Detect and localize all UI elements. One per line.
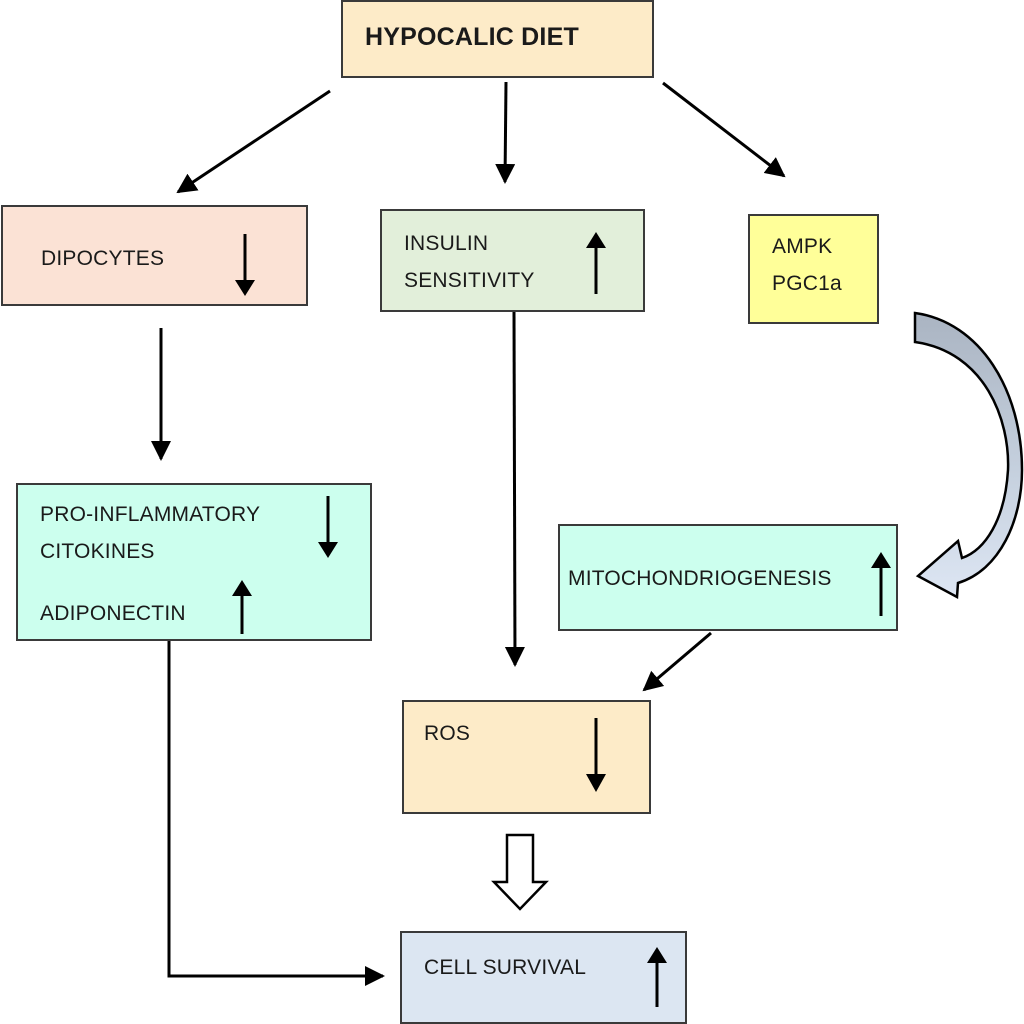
node-ampk-pgc1a: AMPK PGC1a — [748, 214, 879, 324]
hollow-block-arrow-ros-to-cellsurvival — [491, 833, 549, 911]
node-insulin-label-line1: INSULIN — [404, 232, 489, 255]
node-ros: ROS — [402, 700, 651, 814]
node-hypocalic-diet: HYPOCALIC DIET — [341, 0, 654, 78]
node-mitochondriogenesis: MITOCHONDRIOGENESIS — [558, 524, 898, 631]
trend-down-arrow-icon — [318, 496, 338, 558]
edge-diet-to-ampk — [662, 81, 786, 178]
node-insulin-label-line2: SENSITIVITY — [404, 269, 535, 292]
edge-diet-to-insulin — [495, 81, 516, 184]
node-insulin-sensitivity: INSULIN SENSITIVITY — [380, 209, 645, 312]
node-dipocytes-label: DIPOCYTES — [41, 247, 165, 270]
node-dipocytes: DIPOCYTES — [1, 205, 308, 306]
curved-block-arrow-ampk-to-mito — [913, 311, 1024, 600]
node-hypocalic-diet-label: HYPOCALIC DIET — [365, 23, 579, 51]
node-proinflammatory-label-line2: CITOKINES — [40, 540, 155, 563]
edge-proinflammatory-to-cellsurvival — [167, 640, 385, 986]
node-ampk-label-line2: PGC1a — [772, 272, 842, 295]
trend-up-arrow-icon — [232, 580, 252, 634]
edge-mito-to-ros — [642, 631, 712, 692]
node-cell-survival: CELL SURVIVAL — [400, 931, 687, 1024]
node-proinflammatory-label-line1: PRO-INFLAMMATORY — [40, 503, 261, 526]
node-ros-label: ROS — [424, 722, 471, 745]
trend-up-arrow-icon — [871, 552, 891, 616]
node-ampk-label-line1: AMPK — [772, 235, 833, 258]
node-cell-survival-label: CELL SURVIVAL — [424, 956, 587, 979]
edge-diet-to-dipocytes — [176, 89, 331, 194]
trend-up-arrow-icon — [586, 232, 606, 294]
node-mitochondriogenesis-label: MITOCHONDRIOGENESIS — [568, 567, 832, 590]
trend-down-arrow-icon — [586, 718, 606, 792]
trend-up-arrow-icon — [647, 947, 667, 1007]
trend-down-arrow-icon — [235, 234, 255, 296]
node-pro-inflammatory-adiponectin: PRO-INFLAMMATORY CITOKINES ADIPONECTIN — [16, 483, 372, 641]
node-adiponectin-label: ADIPONECTIN — [40, 602, 186, 625]
edge-insulin-to-ros — [504, 310, 525, 667]
